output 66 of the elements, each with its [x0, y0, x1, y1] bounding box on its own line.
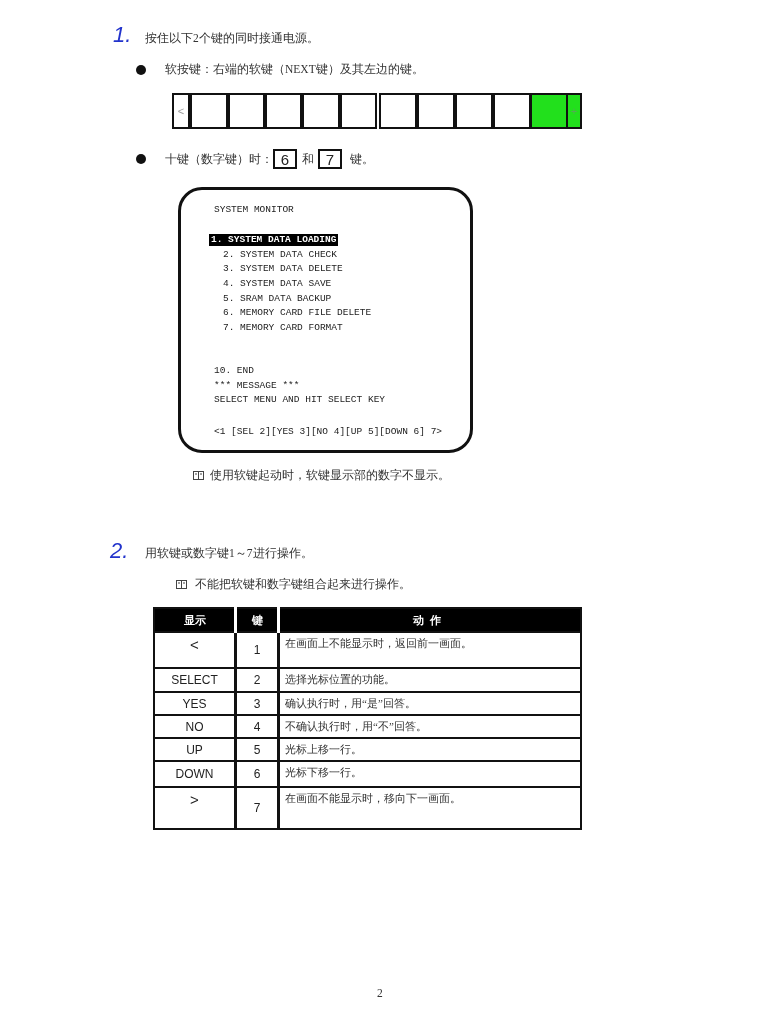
- table-cell: 1: [235, 632, 279, 668]
- soft-key: [455, 93, 493, 129]
- instruction-text: 按住以下2个键的同时接通电源。: [145, 31, 319, 46]
- table-cell: 4: [235, 715, 279, 738]
- instruction-text: 软按键：右端的软键（NEXT键）及其左边的键。: [165, 62, 424, 77]
- numeric-key: [273, 149, 297, 169]
- key-label: <: [177, 105, 185, 117]
- header-cell: 显示: [154, 608, 236, 632]
- screen-text: <1 [SEL 2][YES 3][NO 4][UP 5][DOWN 6] 7>: [214, 426, 443, 438]
- table-cell: UP: [154, 738, 236, 761]
- soft-key: [379, 93, 417, 129]
- screen-text: 6. MEMORY CARD FILE DELETE: [223, 307, 372, 319]
- soft-key: [417, 93, 455, 129]
- table-cell: NO: [154, 715, 236, 738]
- soft-key: [493, 93, 531, 129]
- header-cell: 动作: [278, 608, 581, 632]
- table-cell: 6: [235, 761, 279, 787]
- table-cell: 2: [235, 668, 279, 692]
- table-cell: >: [154, 787, 236, 829]
- instruction-text: 用软键或数字键1～7进行操作。: [145, 546, 313, 561]
- soft-key: [340, 93, 377, 129]
- table-cell: 7: [235, 787, 279, 829]
- soft-key: [265, 93, 302, 129]
- table-cell: 选择光标位置的功能。: [278, 668, 581, 692]
- soft-key: [228, 93, 265, 129]
- screen-text: 4. SYSTEM DATA SAVE: [223, 278, 332, 290]
- numeric-key: [318, 149, 342, 169]
- table-cell: SELECT: [154, 668, 236, 692]
- note-text: 使用软键起动时，软键显示部的数字不显示。: [210, 468, 450, 483]
- screen-text: 7. MEMORY CARD FORMAT: [223, 322, 343, 334]
- screen-text: 5. SRAM DATA BACKUP: [223, 293, 332, 305]
- instruction-text: 和: [302, 152, 314, 167]
- step-number: 2.: [110, 538, 129, 564]
- screen-text: 10. END: [214, 365, 254, 377]
- page-number: 2: [377, 987, 383, 999]
- screen-text: 2. SYSTEM DATA CHECK: [223, 249, 338, 261]
- instruction-text: 键。: [350, 152, 374, 167]
- soft-key: [190, 93, 228, 129]
- soft-key: [566, 93, 582, 129]
- step-number: 1.: [113, 22, 132, 48]
- table-cell: 光标下移一行。: [278, 761, 581, 787]
- table-cell: 确认执行时，用“是”回答。: [278, 692, 581, 715]
- key-label: +: [570, 105, 578, 117]
- table-cell: 不确认执行时，用“不”回答。: [278, 715, 581, 738]
- header-cell: 键: [235, 608, 279, 632]
- screen-text: *** MESSAGE ***: [214, 380, 300, 392]
- table-cell: 3: [235, 692, 279, 715]
- table-cell: 光标上移一行。: [278, 738, 581, 761]
- note-text: 不能把软键和数字键组合起来进行操作。: [195, 577, 411, 592]
- instruction-text: 十键（数字键）时：: [165, 152, 273, 167]
- table-cell: 在画面不能显示时，移向下一画面。: [278, 787, 581, 829]
- screen-text: 3. SYSTEM DATA DELETE: [223, 263, 343, 275]
- highlighted-menu-item: 1. SYSTEM DATA LOADING: [209, 234, 339, 246]
- screen-display: [178, 187, 473, 453]
- table-cell: 5: [235, 738, 279, 761]
- table-cell: DOWN: [154, 761, 236, 787]
- soft-key: [530, 93, 568, 129]
- key-label: 6: [280, 150, 290, 168]
- screen-text: SYSTEM MONITOR: [214, 204, 294, 216]
- soft-key: [172, 93, 190, 129]
- table-cell: YES: [154, 692, 236, 715]
- screen-text: SELECT MENU AND HIT SELECT KEY: [214, 394, 386, 406]
- soft-key: [302, 93, 340, 129]
- key-label: 7: [325, 150, 335, 168]
- table-cell: 在画面上不能显示时，返回前一画面。: [278, 632, 581, 668]
- table-cell: <: [154, 632, 236, 668]
